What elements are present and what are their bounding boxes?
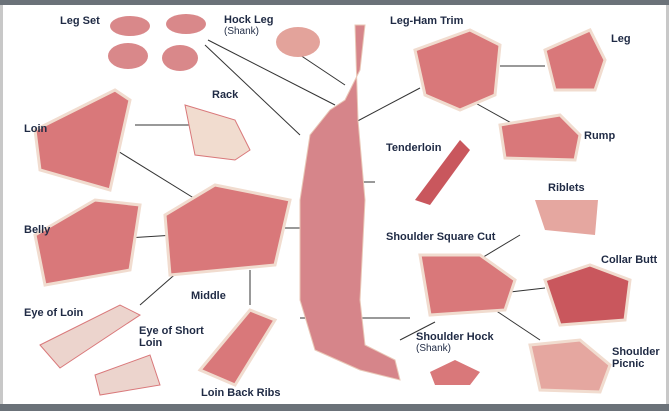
label-shoulder-picnic: Shoulder Picnic (612, 346, 660, 370)
label-leg: Leg (611, 33, 631, 45)
bottom-bar (0, 404, 669, 411)
label-leg-ham-trim: Leg-Ham Trim (390, 15, 464, 27)
label-rack: Rack (212, 89, 239, 101)
label-collar-butt: Collar Butt (601, 254, 658, 266)
label-eye-of-short-loin: Eye of Short Loin (139, 325, 204, 349)
top-bar (0, 0, 669, 5)
label-rump: Rump (584, 130, 616, 142)
meat-cuts (33, 14, 632, 396)
label-loin-back-ribs: Loin Back Ribs (201, 387, 281, 399)
label-hock-leg: Hock Leg(Shank) (224, 14, 274, 38)
carcass (299, 24, 401, 381)
label-shoulder-hock-title: Shoulder Hock (416, 331, 494, 343)
label-riblets: Riblets (548, 182, 585, 194)
label-shoulder-hock-sub: (Shank) (416, 343, 452, 354)
label-shoulder-hock: Shoulder Hock(Shank) (416, 331, 494, 355)
label-shoulder-square-cut: Shoulder Square Cut (386, 231, 496, 243)
label-loin: Loin (24, 123, 48, 135)
label-eye-of-loin: Eye of Loin (24, 307, 84, 319)
label-tenderloin: Tenderloin (386, 142, 442, 154)
label-belly: Belly (24, 224, 51, 236)
label-hock-leg-sub: (Shank) (224, 26, 260, 37)
label-leg-set: Leg Set (60, 15, 100, 27)
label-middle: Middle (191, 290, 226, 302)
label-hock-leg-title: Hock Leg (224, 14, 274, 26)
